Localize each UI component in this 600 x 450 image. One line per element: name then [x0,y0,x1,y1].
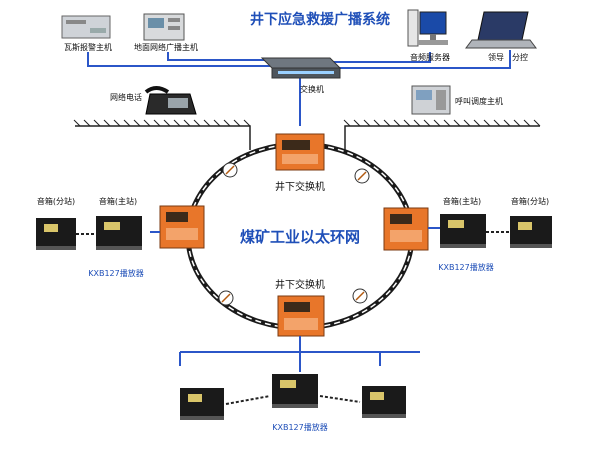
dispatch-host [411,85,451,115]
right-speaker-main-label: 音箱(主站) [443,196,481,206]
gas-alarm-host [61,15,111,39]
broadcast-host [143,13,185,41]
switch-top-label: 井下交换机 [275,180,325,193]
ring-connector-ticks [221,165,367,303]
network-phone [144,86,197,115]
ground-hatching [73,119,541,127]
sub-control-label: 分控 [512,52,528,62]
underground-switch-left [159,205,205,249]
audio-server-label: 音频服务器 [410,52,450,62]
leader-label: 领导 [488,52,504,62]
underground-switch-top [275,133,325,171]
left-speaker-main-label: 音箱(主站) [99,196,137,206]
switch-label: 交换机 [300,84,324,94]
speaker-bottom-left [180,388,224,420]
left-speaker-sub-label: 音箱(分站) [37,196,75,206]
speaker-bottom-center [272,374,318,408]
broadcast-host-label: 地面网络广播主机 [134,42,198,52]
switch-bottom-label: 井下交换机 [275,278,325,291]
bottom-left-dash [225,395,271,405]
dispatch-host-label: 呼叫调度主机 [455,96,503,106]
audio-server-pc [407,9,448,47]
underground-switch-bottom [277,295,325,337]
station-links [150,227,440,372]
surface-network-lines [87,50,511,126]
speaker-right-sub [510,216,552,248]
diagram-title: 井下应急救援广播系统 [250,11,390,28]
network-phone-label: 网络电话 [110,92,142,102]
speaker-left-sub [36,218,76,250]
right-player-label: KXB127播放器 [438,262,493,272]
bottom-player-label: KXB127播放器 [272,422,327,432]
bottom-right-dash [319,395,361,403]
leader-laptop [465,11,537,49]
right-speaker-sub-label: 音箱(分站) [511,196,549,206]
central-switch [260,57,342,79]
speaker-left-main [96,216,142,250]
ring-label: 煤矿工业以太环网 [240,228,360,246]
speaker-bottom-right [362,386,406,418]
underground-switch-right [383,207,429,251]
left-player-label: KXB127播放器 [88,268,143,278]
gas-alarm-host-label: 瓦斯报警主机 [64,42,112,52]
speaker-right-main [440,214,486,248]
